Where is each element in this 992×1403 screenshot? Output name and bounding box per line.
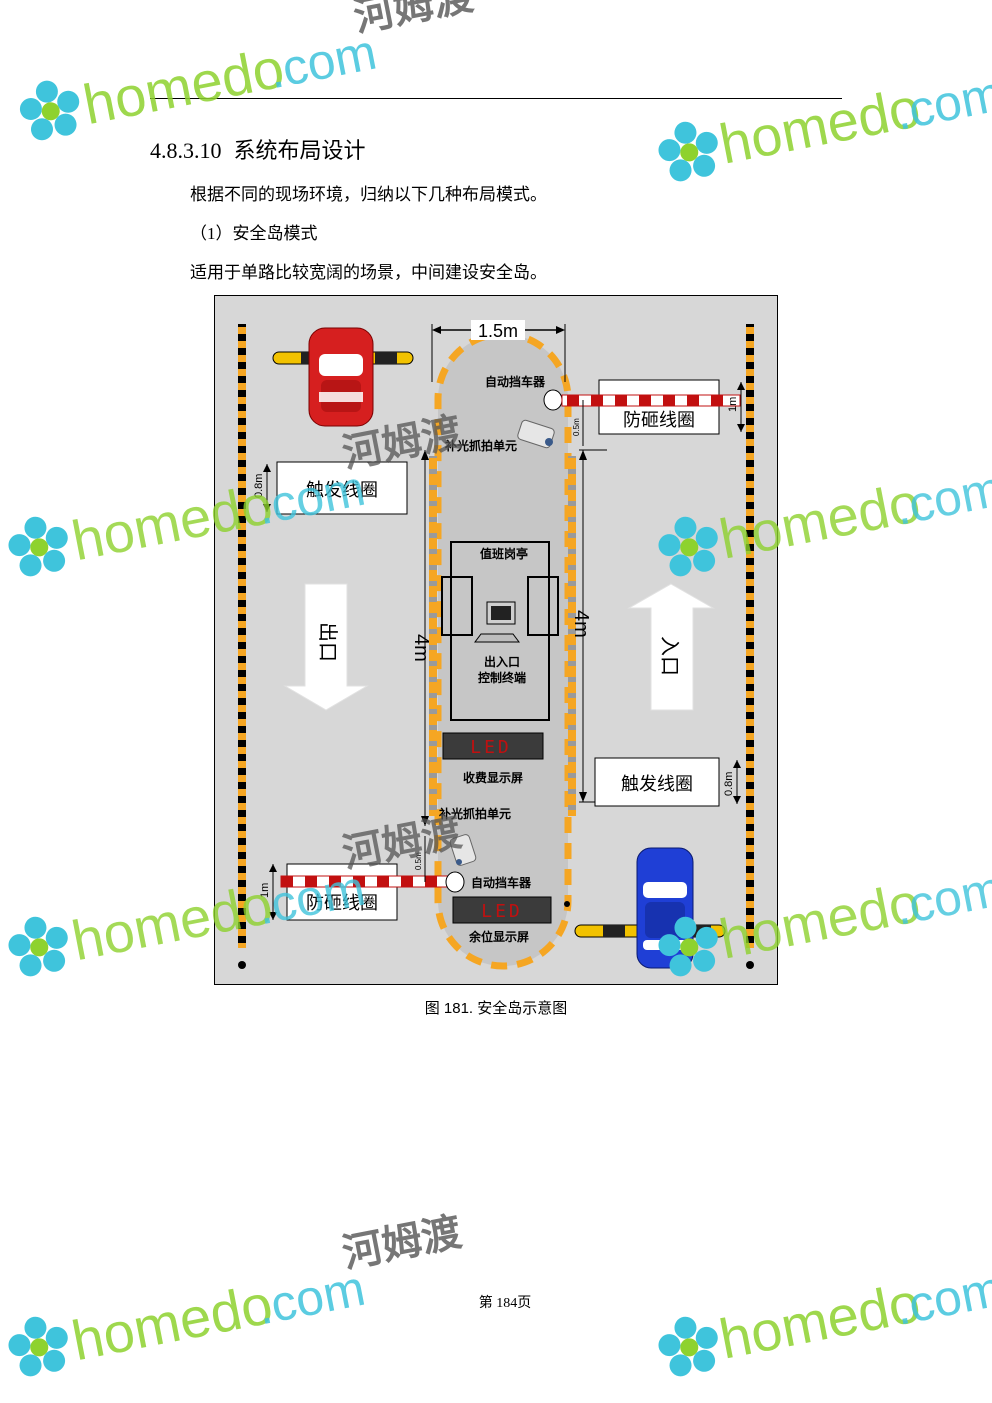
fee-led-screen bbox=[442, 732, 544, 760]
paragraph-mode-desc: 适用于单路比较宽阔的场景，中间建设安全岛。 bbox=[190, 263, 547, 282]
anti-smash-coil-top bbox=[598, 379, 720, 435]
paragraph-mode-title: （1）安全岛模式 bbox=[190, 224, 318, 243]
trigger-coil-right-label: 触发线圈 bbox=[621, 774, 693, 794]
watermark-stamp: homedo .com bbox=[658, 1260, 992, 1377]
watermark-stamp: homedo .com 河姆渡 bbox=[19, 0, 477, 141]
entry-arrow: 入口 bbox=[627, 583, 715, 711]
space-screen-label: 余位显示屏 bbox=[468, 929, 529, 944]
figure-drawing: 1.5m 触发线圈 0.8m 出口 防砸线圈 1m 防砸线圈 bbox=[238, 320, 754, 970]
page-number: 第 184页 bbox=[478, 1296, 532, 1311]
dim-4m-right: 4m bbox=[570, 610, 592, 638]
section-number: 4.8.3.10 bbox=[150, 138, 222, 163]
red-car bbox=[308, 327, 374, 427]
watermark-domain: .com bbox=[264, 24, 381, 100]
trigger-coil-left-label: 触发线圈 bbox=[306, 480, 378, 500]
barrier-arm-top bbox=[543, 389, 741, 411]
flower-logo-icon bbox=[8, 916, 68, 977]
watermark-stamp: homedo .com bbox=[658, 65, 992, 182]
paragraph-intro: 根据不同的现场环境，归纳以下几种布局模式。 bbox=[190, 185, 547, 204]
watermark-brand: homedo bbox=[78, 36, 289, 136]
exit-arrow-label: 出口 bbox=[316, 622, 339, 662]
duty-booth bbox=[450, 541, 550, 721]
barrier-bottom-label: 自动挡车器 bbox=[471, 875, 532, 890]
dim-08m-right: 0.8m bbox=[723, 772, 735, 796]
computer-icon bbox=[474, 601, 520, 643]
lane-end-dot bbox=[746, 961, 754, 969]
header-rule bbox=[150, 98, 842, 99]
space-led-screen bbox=[452, 896, 552, 924]
safety-island-figure: 1.5m 触发线圈 0.8m 出口 防砸线圈 1m 防砸线圈 bbox=[214, 295, 778, 985]
lane-line-right bbox=[746, 324, 754, 948]
camera-top bbox=[517, 419, 555, 449]
camera-top-label: 补光抓拍单元 bbox=[444, 438, 517, 453]
space-led-text: LED bbox=[481, 901, 523, 922]
exit-arrow: 出口 bbox=[283, 583, 369, 711]
watermark-cn: 河姆渡 bbox=[350, 0, 477, 41]
dim-4m-left: 4m bbox=[410, 634, 432, 662]
anti-smash-coil-bottom-label: 防砸线圈 bbox=[306, 893, 378, 913]
island-edge-left bbox=[429, 456, 437, 816]
dim-island-width: 1.5m bbox=[478, 321, 518, 341]
anti-smash-coil-bottom bbox=[286, 863, 398, 921]
booth-label: 值班岗亭 bbox=[480, 546, 528, 561]
lane-end-dot bbox=[238, 961, 246, 969]
lane-line-left bbox=[238, 324, 246, 948]
camera-bottom-label: 补光抓拍单元 bbox=[438, 806, 511, 821]
flower-logo-icon bbox=[8, 516, 68, 577]
watermark-brand: homedo bbox=[714, 1270, 925, 1370]
watermark-brand: homedo bbox=[67, 1272, 278, 1372]
dim-08m-left: 0.8m bbox=[253, 474, 265, 498]
island-edge-right bbox=[568, 456, 576, 816]
blue-car bbox=[636, 847, 694, 969]
watermark-domain: .com bbox=[890, 860, 992, 936]
booth-door-right bbox=[527, 576, 559, 636]
watermark-brand: homedo bbox=[714, 75, 925, 175]
flower-logo-icon bbox=[19, 80, 80, 141]
figure-caption: 图 181. 安全岛示意图 bbox=[424, 1000, 568, 1017]
watermark-cn: 河姆渡 bbox=[339, 1209, 466, 1277]
watermark-domain: .com bbox=[890, 460, 992, 536]
booth-door-left bbox=[441, 576, 473, 636]
section-title: 系统布局设计 bbox=[233, 138, 366, 163]
flower-logo-icon bbox=[658, 1316, 718, 1377]
dim-1m-top-right: 1m bbox=[727, 397, 739, 412]
terminal-label-line1: 出入口 bbox=[484, 654, 520, 669]
fee-led-text: LED bbox=[470, 737, 512, 758]
entry-arrow-label: 入口 bbox=[658, 636, 680, 676]
barrier-arm-bottom bbox=[280, 871, 465, 893]
trigger-coil-right bbox=[594, 757, 720, 807]
dim-05m-top: 0.5m bbox=[572, 418, 581, 436]
flower-logo-icon bbox=[658, 121, 718, 182]
watermark-domain: .com bbox=[890, 65, 992, 141]
camera-bottom bbox=[449, 834, 477, 866]
trigger-coil-left bbox=[276, 461, 408, 515]
terminal-label-line2: 控制终端 bbox=[478, 670, 526, 685]
dim-1m-bottom-left: 1m bbox=[259, 883, 271, 898]
fee-screen-label: 收费显示屏 bbox=[463, 770, 523, 785]
barrier-top-label: 自动挡车器 bbox=[485, 374, 546, 389]
flower-logo-icon bbox=[8, 1316, 68, 1377]
section-heading: 4.8.3.10 系统布局设计 bbox=[150, 133, 366, 165]
dim-05m-bottom: 0.5m bbox=[414, 852, 423, 870]
anti-smash-coil-top-label: 防砸线圈 bbox=[623, 410, 695, 430]
